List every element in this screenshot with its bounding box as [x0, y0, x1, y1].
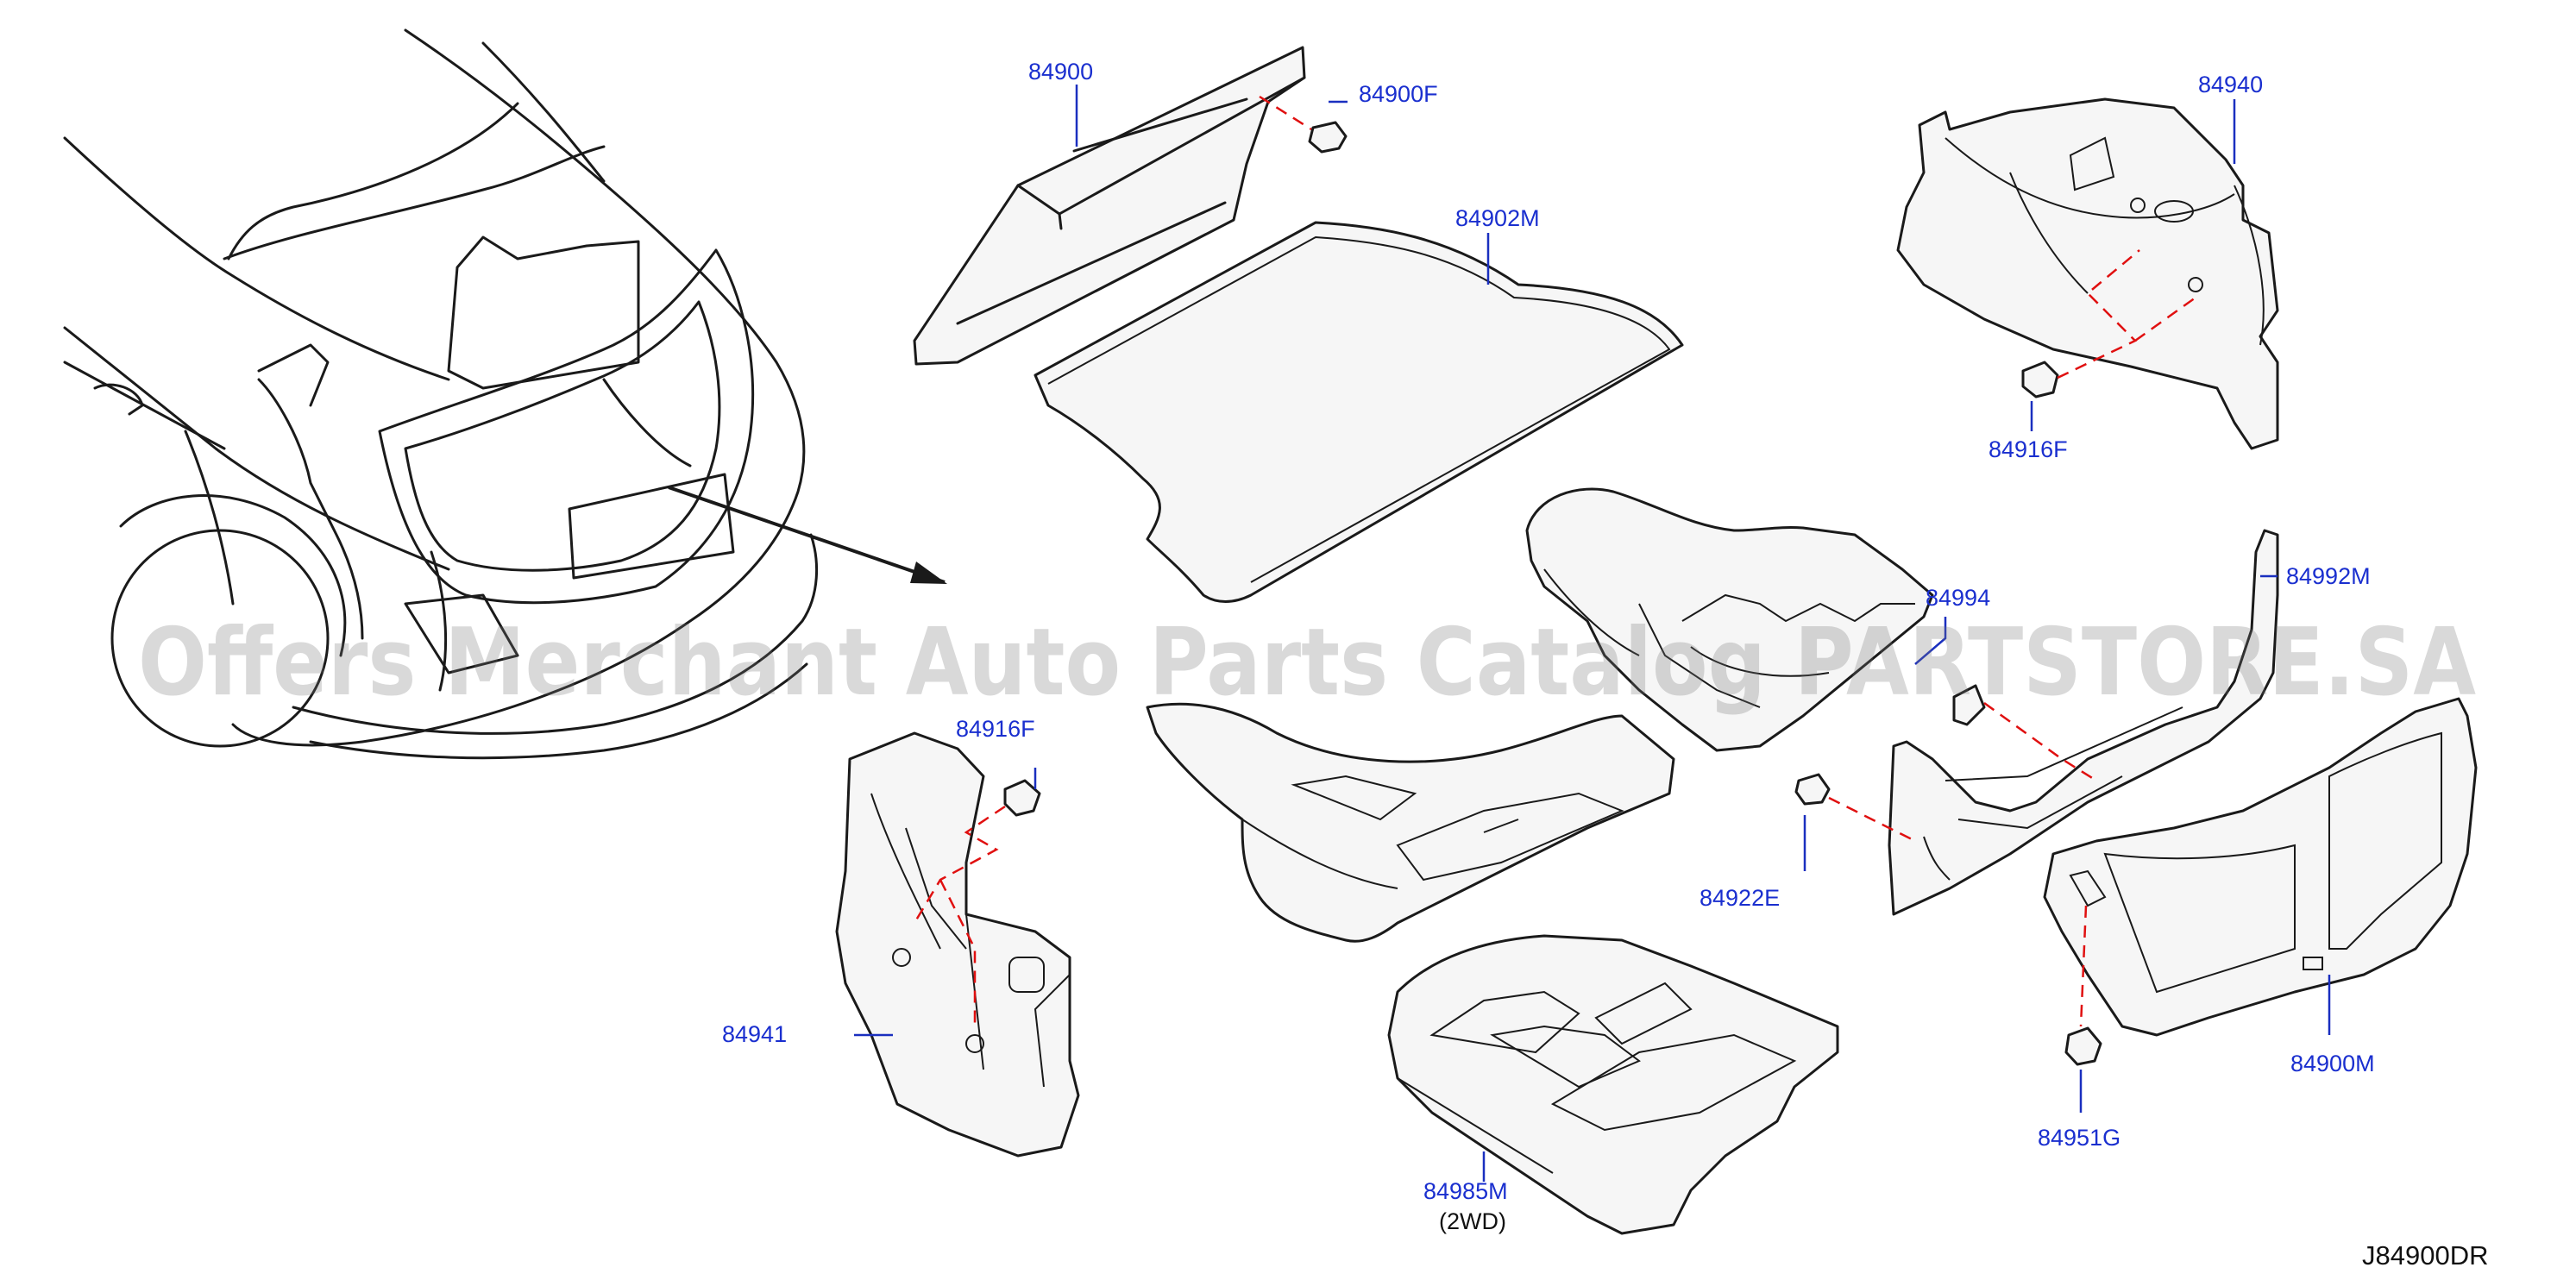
callout-84900M: 84900M [2290, 1051, 2375, 1076]
callout-84985M-note: (2WD) [1439, 1208, 1506, 1234]
part-84941-trunk-side-trim-left [835, 731, 1080, 1158]
callout-84916F-left: 84916F [956, 716, 1035, 742]
callout-84902M: 84902M [1455, 205, 1540, 231]
part-84951G-clip [2064, 1026, 2102, 1066]
part-84940-trunk-side-trim-right [1896, 97, 2279, 450]
part-84900M-trunk-lid-finisher [2043, 697, 2478, 1037]
part-84992M-rear-panel-finisher [1828, 529, 2279, 916]
leader-lines [854, 85, 2331, 1182]
part-84916F-clip-left [913, 779, 1041, 1026]
callout-84994: 84994 [1926, 585, 1990, 611]
part-84994-spare-tire-holder [1525, 487, 1934, 752]
diagram-code: J84900DR [2362, 1240, 2488, 1271]
watermark-text: Offers Merchant Auto Parts Catalog PARTS… [138, 609, 2476, 717]
callout-84916F-upper: 84916F [1989, 436, 2068, 462]
part-84922E-clip [1794, 773, 1831, 806]
part-84900-rear-parcel-shelf [913, 46, 1306, 366]
callout-84922E: 84922E [1700, 885, 1780, 911]
part-84902M-trunk-floor-mat [1034, 221, 1684, 603]
part-84985M-tool-box-2wd [1387, 934, 1839, 1235]
callout-84900F: 84900F [1359, 81, 1438, 107]
vehicle-rear-illustration [63, 28, 947, 760]
callout-84940: 84940 [2198, 72, 2263, 97]
callout-84992M: 84992M [2286, 563, 2371, 589]
callout-84900: 84900 [1028, 59, 1093, 85]
callout-84985M: 84985M [1423, 1178, 1508, 1204]
part-84916F-clip-upper [2021, 249, 2196, 398]
callout-84951G: 84951G [2038, 1125, 2120, 1151]
callout-labels: 84900 84900F 84902M 84940 84916F 84994 8… [722, 59, 2375, 1234]
callout-84941: 84941 [722, 1021, 787, 1047]
part-trunk-floor-tub [1146, 702, 1675, 943]
part-84900F-clip [1259, 95, 1348, 154]
